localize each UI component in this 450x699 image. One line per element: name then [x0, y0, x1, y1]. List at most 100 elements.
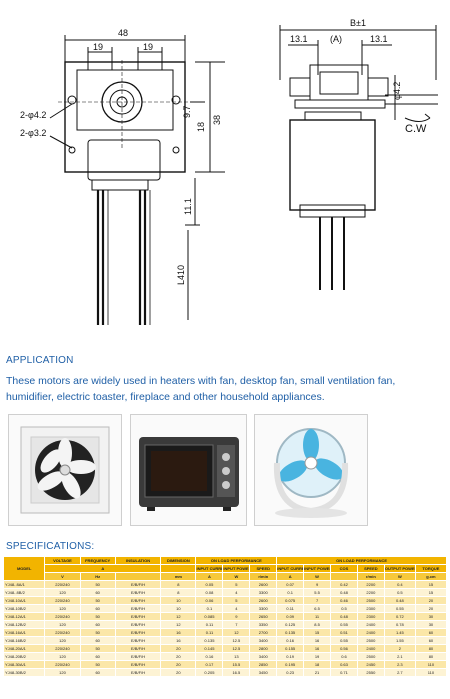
table-cell: 20	[160, 660, 197, 669]
unit-cell: r/min	[249, 572, 278, 581]
table-cell: 1.55	[383, 636, 416, 645]
table-cell: 0.16	[276, 636, 305, 645]
table-cell: 16.5	[222, 668, 251, 677]
table-cell: 60	[79, 668, 116, 677]
table-cell: 0.63	[330, 660, 358, 669]
table-cell: 20	[160, 652, 197, 661]
table-cell: 2500	[356, 652, 385, 661]
table-cell: 1.45	[383, 628, 416, 637]
motor-technical-drawing: 48 19 19 2-φ4.2 2-φ3.2 9.7 18 38 11.1 L4…	[20, 18, 438, 325]
col-insulation: INSULATION	[114, 556, 162, 565]
application-description: These motors are widely used in heaters …	[6, 375, 396, 403]
table-cell: YJ48-30A/1	[2, 660, 46, 669]
table-cell: 120	[44, 636, 81, 645]
table-cell: 10	[160, 596, 197, 605]
table-cell: 2400	[356, 628, 385, 637]
table-cell: 2450	[356, 660, 385, 669]
table-cell: 21	[303, 668, 332, 677]
table-cell: 30	[414, 620, 448, 629]
col-torque: TORQUE	[414, 564, 448, 573]
table-cell: 11	[303, 612, 332, 621]
dim-hole-large: 2-φ4.2	[20, 110, 46, 120]
table-cell: 7	[222, 620, 251, 629]
table-cell: YJ48-10B/2	[2, 604, 46, 613]
table-cell: 0.48	[383, 596, 416, 605]
table-cell: 15.5	[222, 660, 251, 669]
photo-electric-oven	[130, 414, 247, 526]
photo-ventilation-fan	[8, 414, 122, 526]
table-cell: 3450	[249, 668, 278, 677]
table-cell: 0.145	[195, 644, 224, 653]
table-cell: 50	[79, 628, 116, 637]
col-input-current-2: INPUT CURRENT	[276, 564, 305, 573]
table-cell: 5	[222, 580, 251, 589]
table-cell: 0.085	[195, 612, 224, 621]
table-cell: 8	[160, 580, 197, 589]
unit-cell: Hz	[79, 572, 116, 581]
table-cell: E/B/F/H	[114, 588, 162, 597]
table-cell: 8	[160, 588, 197, 597]
table-cell: 0.155	[276, 644, 305, 653]
table-cell: E/B/F/H	[114, 644, 162, 653]
table-cell: 0.16	[195, 652, 224, 661]
table-cell: 16	[303, 644, 332, 653]
table-cell: 30	[414, 612, 448, 621]
table-cell: 0.55	[330, 636, 358, 645]
table-cell: 2300	[356, 604, 385, 613]
application-heading: APPLICATION	[6, 355, 74, 366]
table-cell: 2500	[356, 596, 385, 605]
table-cell: 12.5	[222, 644, 251, 653]
table-cell: 0.125	[276, 620, 305, 629]
table-cell: 2.1	[383, 652, 416, 661]
table-cell: 2650	[249, 612, 278, 621]
table-cell: 12	[222, 628, 251, 637]
table-cell: 0.42	[330, 580, 358, 589]
table-cell: 0.11	[195, 620, 224, 629]
table-cell: 6.5	[303, 604, 332, 613]
table-cell: 2	[383, 644, 416, 653]
table-cell: 15	[414, 588, 448, 597]
col-input-power: INPUT POWER	[222, 564, 251, 573]
table-cell: 2550	[356, 668, 385, 677]
table-cell: 19	[303, 652, 332, 661]
table-cell: 50	[79, 596, 116, 605]
table-cell: 220/240	[44, 628, 81, 637]
table-cell: E/B/F/H	[114, 580, 162, 589]
table-cell: 50	[79, 612, 116, 621]
table-cell: 80	[414, 644, 448, 653]
table-cell: 3350	[249, 620, 278, 629]
table-cell: YJ48-30B/2	[2, 668, 46, 677]
table-cell: 8.5	[303, 620, 332, 629]
table-cell: 120	[44, 668, 81, 677]
col-group-on-load: ON LOAD PERFORMANCE	[195, 556, 278, 565]
table-cell: 0.1	[195, 604, 224, 613]
table-cell: 4	[222, 588, 251, 597]
table-cell: 220/240	[44, 612, 81, 621]
dim-hole-small: 2-φ3.2	[20, 128, 46, 138]
table-cell: 110	[414, 660, 448, 669]
unit-cell: g.cm	[414, 572, 448, 581]
col-output-power: OUTPUT POWER	[383, 564, 416, 573]
table-cell: 60	[414, 628, 448, 637]
table-cell: 0.55	[383, 604, 416, 613]
unit-cell: W	[303, 572, 332, 581]
table-cell: 0.71	[330, 668, 358, 677]
col-speed-2: SPEED	[356, 564, 385, 573]
dim-shaft: φ4.2	[392, 82, 402, 100]
table-cell: E/B/F/H	[114, 596, 162, 605]
table-cell: YJ48-16A/1	[2, 628, 46, 637]
table-cell: 2500	[356, 636, 385, 645]
table-cell: 2400	[356, 644, 385, 653]
table-cell: 18	[303, 660, 332, 669]
table-cell: 4	[222, 604, 251, 613]
specifications-table: MODEL VOLTAGE FREQUENCY INSULATION DIMEN…	[2, 556, 448, 677]
table-cell: 0.135	[276, 628, 305, 637]
table-cell: 120	[44, 588, 81, 597]
table-cell: 12.5	[222, 636, 251, 645]
table-cell: 220/240	[44, 596, 81, 605]
table-cell: 20	[160, 644, 197, 653]
